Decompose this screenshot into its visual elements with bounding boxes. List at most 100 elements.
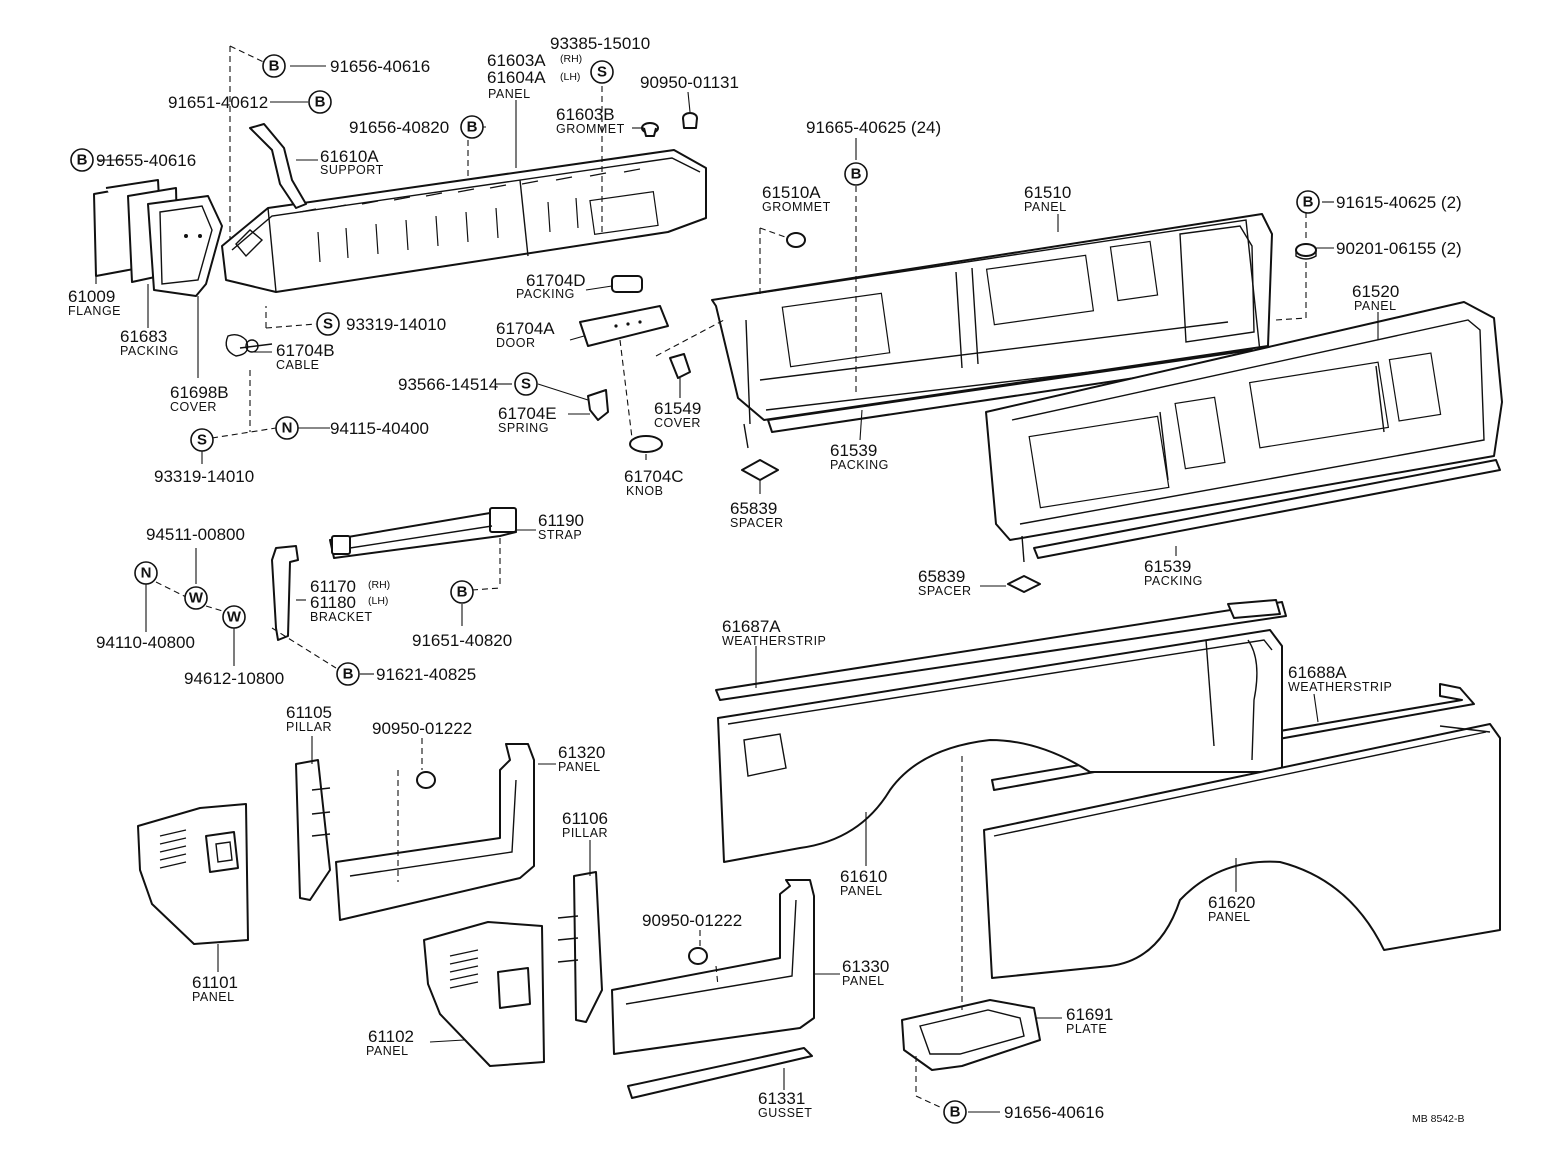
part-name-strap: STRAP (538, 528, 582, 542)
part-name-door: DOOR (496, 336, 536, 350)
part-number-61510: 61510 (1024, 183, 1071, 202)
svg-text:N: N (141, 565, 152, 582)
part-name-panel-61520: PANEL (1354, 299, 1397, 313)
part-name-packing-61704d: PACKING (516, 287, 575, 301)
svg-text:B: B (950, 1104, 961, 1121)
strap-61190-drawing (329, 507, 517, 559)
part-number-93385-15010: 93385-15010 (550, 34, 650, 53)
svg-text:B: B (467, 119, 478, 136)
part-number-61704c: 61704C (624, 467, 684, 486)
cable-61704b-drawing (225, 333, 273, 357)
part-number-61009: 61009 (68, 287, 115, 306)
nut-marker: N (134, 561, 158, 585)
part-number-61604a: 61604A (487, 68, 546, 87)
screw-marker: S (316, 312, 340, 336)
part-suffix-lh-61180: (LH) (368, 595, 388, 607)
part-number-91656-40616: 91656-40616 (330, 57, 430, 76)
part-name-support: SUPPORT (320, 163, 384, 177)
svg-text:B: B (269, 58, 280, 75)
bolt-marker: B (1296, 190, 1320, 214)
part-name-plate: PLATE (1066, 1022, 1107, 1036)
part-number-94115-40400: 94115-40400 (330, 419, 429, 438)
washer-marker: W (184, 586, 208, 610)
grommet-61603b-drawing (641, 122, 659, 137)
part-number-94612-10800: 94612-10800 (184, 669, 284, 688)
part-name-panel-61101: PANEL (192, 990, 235, 1004)
bolt-marker: B (308, 90, 332, 114)
part-number-61704d: 61704D (526, 271, 586, 290)
part-suffix-rh-61170: (RH) (368, 579, 390, 591)
pillar-61105-drawing (295, 759, 331, 901)
svg-text:S: S (323, 316, 333, 333)
part-number-91665-40625: 91665-40625 (24) (806, 118, 941, 137)
part-name-weatherstrip-61688a: WEATHERSTRIP (1288, 680, 1392, 694)
part-number-61704e: 61704E (498, 404, 557, 423)
part-name-bracket: BRACKET (310, 610, 373, 624)
spacer-65839-lower-drawing (1007, 575, 1041, 593)
svg-text:S: S (597, 64, 607, 81)
screw-marker: S (514, 372, 538, 396)
part-number-61698b: 61698B (170, 383, 229, 402)
part-number-65839: 65839 (730, 499, 777, 518)
part-name-packing-61539-lower: PACKING (1144, 574, 1203, 588)
svg-text:W: W (189, 590, 204, 607)
drawing-reference-code: MB 8542-B (1412, 1113, 1465, 1125)
svg-text:B: B (77, 152, 88, 169)
grommet-90950-01131-drawing (682, 112, 698, 129)
part-number-94511-00800: 94511-00800 (146, 525, 245, 544)
svg-text:W: W (227, 609, 242, 626)
spacer-65839-upper-drawing (741, 459, 779, 481)
part-number-91651-40612: 91651-40612 (168, 93, 268, 112)
bolt-marker: B (460, 115, 484, 139)
part-name-panel: PANEL (488, 87, 531, 101)
part-number-65839-lower: 65839 (918, 567, 965, 586)
svg-text:S: S (197, 432, 207, 449)
svg-text:B: B (851, 166, 862, 183)
bolt-marker: B (262, 54, 286, 78)
svg-text:N: N (282, 420, 293, 437)
part-name-panel-61510: PANEL (1024, 200, 1067, 214)
part-number-90201-06155: 90201-06155 (2) (1336, 239, 1462, 258)
part-number-61510a: 61510A (762, 183, 821, 202)
panel-61102-drawing (423, 921, 545, 1067)
part-name-spacer-lower: SPACER (918, 584, 971, 598)
panel-61520-drawing (985, 301, 1503, 563)
grommet-90950-01222-a-drawing (416, 771, 436, 789)
bolt-marker: B (336, 662, 360, 686)
bolt-marker: B (450, 580, 474, 604)
part-name-packing: PACKING (120, 344, 179, 358)
part-name-spacer: SPACER (730, 516, 783, 530)
part-number-91656-40820: 91656-40820 (349, 118, 449, 137)
bolt-marker: B (943, 1100, 967, 1124)
part-name-pillar-61106: PILLAR (562, 826, 608, 840)
knob-61704c-drawing (629, 435, 663, 453)
washer-marker: W (222, 605, 246, 629)
part-number-94110-40800: 94110-40800 (96, 633, 195, 652)
spring-61704e-drawing (587, 389, 609, 421)
part-number-61330: 61330 (842, 957, 889, 976)
svg-text:S: S (521, 376, 531, 393)
part-name-grommet: GROMMET (556, 122, 625, 136)
cover-61698b-drawing (147, 195, 223, 297)
part-name-pillar: PILLAR (286, 720, 332, 734)
svg-text:B: B (1303, 194, 1314, 211)
part-number-90950-01222: 90950-01222 (372, 719, 472, 738)
symbol-markers: B B B B S S S N S B B B N W W B B (70, 54, 1320, 1124)
part-name-panel-61320: PANEL (558, 760, 601, 774)
panel-61620-drawing (983, 723, 1501, 979)
panel-61320-drawing (335, 743, 535, 921)
svg-text:B: B (343, 666, 354, 683)
part-name-packing-61539: PACKING (830, 458, 889, 472)
part-number-91615-40625: 91615-40625 (2) (1336, 193, 1462, 212)
part-number-91655-40616: 91655-40616 (96, 151, 196, 170)
packing-61539-lower-drawing (1033, 459, 1501, 559)
part-name-cable: CABLE (276, 358, 320, 372)
part-number-61620: 61620 (1208, 893, 1255, 912)
plate-61691-drawing (901, 999, 1041, 1071)
part-number-61704a: 61704A (496, 319, 555, 338)
part-number-61610a: 61610A (320, 147, 379, 166)
svg-text:B: B (315, 94, 326, 111)
bracket-61170-drawing (271, 545, 299, 641)
part-name-cover-61549: COVER (654, 416, 701, 430)
part-number-61691: 61691 (1066, 1005, 1113, 1024)
